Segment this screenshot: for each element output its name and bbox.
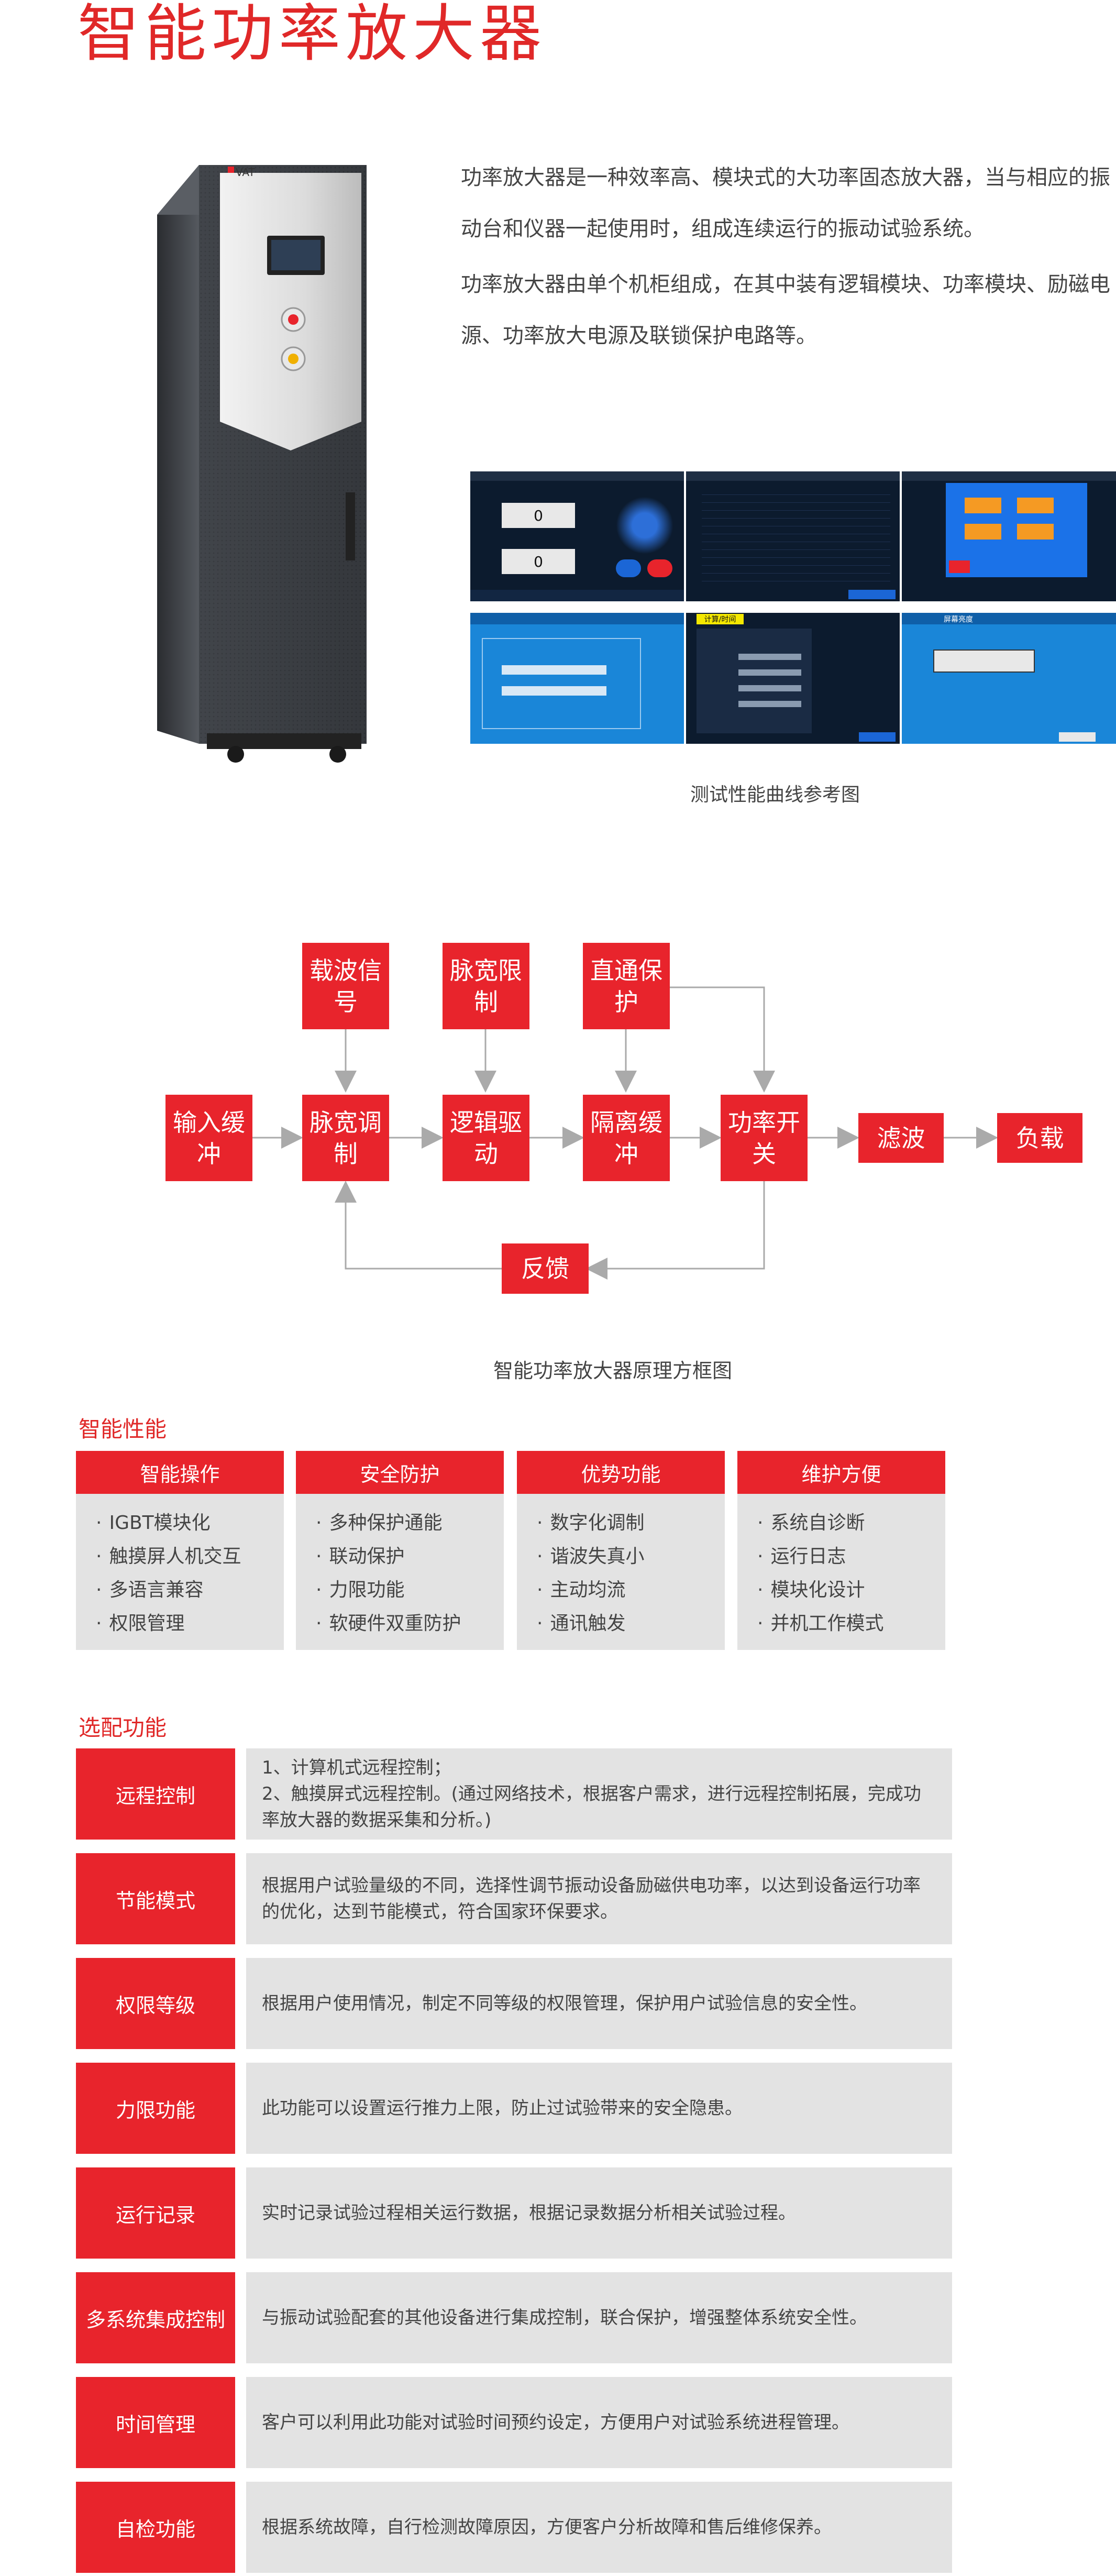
node-logic-drive: 逻辑驱动: [443, 1095, 529, 1181]
feature-item: 权限管理: [96, 1607, 284, 1641]
feature-col-3-title: 优势功能: [517, 1451, 725, 1494]
screen-4: [470, 613, 684, 744]
option-label-multi-system: 多系统集成控制: [76, 2272, 235, 2363]
option-label-self-check: 自检功能: [76, 2482, 235, 2573]
feature-item: 并机工作模式: [757, 1607, 945, 1641]
logo-mark-icon: [228, 167, 234, 173]
gauge-icon: [616, 497, 673, 554]
stop-button-icon: [647, 559, 672, 577]
option-desc-run-log: 实时记录试验过程相关运行数据，根据记录数据分析相关试验过程。: [246, 2167, 952, 2259]
option-label-run-log: 运行记录: [76, 2167, 235, 2259]
intro-paragraph-1: 功率放大器是一种效率高、模块式的大功率固态放大器，当与相应的振动台和仪器一起使用…: [461, 166, 1110, 241]
feature-item: 主动均流: [537, 1573, 725, 1607]
option-desc-energy-saving: 根据用户试验量级的不同，选择性调节振动设备励磁供电功率，以达到设备运行功率的优化…: [246, 1853, 952, 1944]
node-feedback: 反馈: [502, 1243, 589, 1294]
feature-col-2-title: 安全防护: [296, 1451, 504, 1494]
screens-grid: 0 0 计算/时间 屏幕亮度: [470, 471, 1116, 744]
feature-col-2-body: 多种保护通能 联动保护 力限功能 软硬件双重防护: [296, 1494, 504, 1650]
option-desc-remote-control: 1、计算机式远程控制； 2、触摸屏式远程控制。(通过网络技术，根据客户需求，进行…: [246, 1748, 952, 1840]
feature-col-4-title: 维护方便: [737, 1451, 945, 1494]
feature-col-3-body: 数字化调制 谐波失真小 主动均流 通讯触发: [517, 1494, 725, 1650]
feature-item: 触摸屏人机交互: [96, 1540, 284, 1573]
feature-item: 模块化设计: [757, 1573, 945, 1607]
feature-item: 多种保护通能: [316, 1506, 504, 1540]
screen-5: 计算/时间: [686, 613, 900, 744]
node-pwm: 脉宽调制: [302, 1095, 389, 1181]
power-amplifier-cabinet-image: VAT: [157, 165, 367, 763]
node-pwm-limit: 脉宽限制: [443, 943, 529, 1029]
feature-col-1-body: IGBT模块化 触摸屏人机交互 多语言兼容 权限管理: [76, 1494, 284, 1650]
node-power-switch: 功率开关: [721, 1095, 808, 1181]
feature-item: 多语言兼容: [96, 1573, 284, 1607]
intro-text: 功率放大器是一种效率高、模块式的大功率固态放大器，当与相应的振动台和仪器一起使用…: [461, 152, 1110, 366]
screen-3: [902, 471, 1116, 601]
option-label-permission-level: 权限等级: [76, 1958, 235, 2049]
screen-1: 0 0: [470, 471, 684, 601]
feature-item: 通讯触发: [537, 1607, 725, 1641]
option-desc-self-check: 根据系统故障，自行检测故障原因，方便客户分析故障和售后维修保养。: [246, 2482, 952, 2573]
node-load: 负载: [997, 1113, 1082, 1163]
screen-1-readout-b: 0: [502, 549, 575, 574]
feature-item: 数字化调制: [537, 1506, 725, 1540]
option-label-time-management: 时间管理: [76, 2377, 235, 2468]
start-button-icon: [616, 559, 641, 577]
screen-5-tab: 计算/时间: [697, 614, 744, 624]
option-label-remote-control: 远程控制: [76, 1748, 235, 1840]
options-section-title: 选配功能: [79, 1715, 167, 1741]
feature-item: 谐波失真小: [537, 1540, 725, 1573]
node-isolation-buffer: 隔离缓冲: [583, 1095, 670, 1181]
feature-col-1-title: 智能操作: [76, 1451, 284, 1494]
block-diagram-arrows: [251, 986, 998, 1280]
node-filter: 滤波: [858, 1113, 944, 1163]
diagram-caption: 智能功率放大器原理方框图: [493, 1359, 732, 1382]
screen-6: 屏幕亮度: [902, 613, 1116, 744]
option-desc-force-limit: 此功能可以设置运行推力上限，防止过试验带来的安全隐患。: [246, 2063, 952, 2154]
feature-item: 系统自诊断: [757, 1506, 945, 1540]
feature-item: 力限功能: [316, 1573, 504, 1607]
screen-2: [686, 471, 900, 601]
features-section-title: 智能性能: [79, 1416, 167, 1442]
node-carrier-signal: 载波信号: [302, 943, 389, 1029]
option-desc-time-management: 客户可以利用此功能对试验时间预约设定，方便用户对试验系统进程管理。: [246, 2377, 952, 2468]
feature-item: IGBT模块化: [96, 1506, 284, 1540]
feature-item: 软硬件双重防护: [316, 1607, 504, 1641]
option-desc-multi-system: 与振动试验配套的其他设备进行集成控制，联合保护，增强整体系统安全性。: [246, 2272, 952, 2363]
page-title: 智能功率放大器: [78, 0, 547, 70]
option-desc-permission-level: 根据用户使用情况，制定不同等级的权限管理，保护用户试验信息的安全性。: [246, 1958, 952, 2049]
intro-paragraph-2: 功率放大器由单个机柜组成，在其中装有逻辑模块、功率模块、励磁电源、功率放大电源及…: [461, 272, 1110, 348]
node-input-buffer: 输入缓冲: [165, 1095, 252, 1181]
cabinet-logo: VAT: [236, 166, 256, 179]
feature-item: 联动保护: [316, 1540, 504, 1573]
screens-caption: 测试性能曲线参考图: [690, 784, 860, 806]
option-label-energy-saving: 节能模式: [76, 1853, 235, 1944]
screen-6-tab: 屏幕亮度: [944, 615, 973, 624]
node-direct-protect: 直通保护: [583, 943, 670, 1029]
option-label-force-limit: 力限功能: [76, 2063, 235, 2154]
feature-col-4-body: 系统自诊断 运行日志 模块化设计 并机工作模式: [737, 1494, 945, 1650]
screen-1-readout-a: 0: [502, 503, 575, 528]
feature-item: 运行日志: [757, 1540, 945, 1573]
